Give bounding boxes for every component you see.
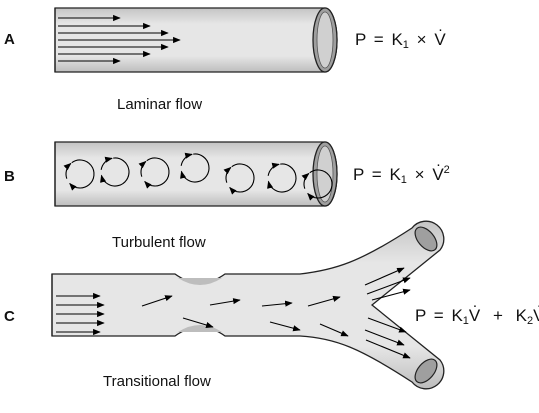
eddy-arrow [267,163,297,193]
eq-b-p: P [353,165,365,184]
caption-turbulent: Turbulent flow [112,234,206,251]
eq-c-k1: K [451,306,463,325]
transitional-arrow [261,300,293,307]
eq-a-k-sub: 1 [402,39,409,51]
laminar-arrows [58,14,181,65]
eddy-arrow-tail [63,162,72,179]
eddy-arrow-tail [267,162,280,176]
transitional-arrow [366,277,411,295]
transitional-arrow [364,267,405,286]
eddy-arrow [144,157,170,189]
eq-c-k2-sub: 2 [527,315,534,327]
transitional-arrow [367,317,407,333]
transitional-arrow [307,295,341,307]
panel-letter-a: A [4,31,15,48]
transitional-arrow [319,323,349,337]
equation-laminar: P = K1 × V [355,18,446,51]
eq-b-k: K [389,165,401,184]
eq-b-exp: 2 [443,164,450,176]
transitional-arrows [56,267,411,359]
equation-turbulent: P = K1 × V2 [353,153,450,186]
eddy-arrow [229,163,255,195]
caption-transitional: Transitional flow [103,373,211,390]
transitional-tube [51,220,445,390]
transitional-arrow [365,339,411,359]
eddy-arrow [69,159,95,191]
turbulent-tube [54,141,338,207]
eq-b-equals: = [371,165,382,184]
transitional-arrow [141,295,173,307]
eq-c-equals: = [433,306,444,325]
equation-transitional: P = K1V + K2V2 [415,294,539,327]
transitional-arrow [371,288,411,301]
panel-letter-c: C [4,308,15,325]
turbulent-eddies [63,152,333,201]
eddy-arrow-tail [301,172,310,189]
eq-b-times: × [414,165,425,184]
eq-a-times: × [416,30,427,49]
eq-b-k-sub: 1 [400,174,407,186]
eq-a-k: K [391,30,403,49]
eq-c-k1-sub: 1 [462,315,469,327]
eddy-arrow-tail [180,152,193,166]
eq-c-k2: K [515,306,528,325]
eq-c-plus: + [493,306,503,325]
transitional-arrow [269,321,301,332]
eddy-arrow-tail [138,160,147,177]
eq-a-equals: = [373,30,384,49]
eq-c-v2: V [533,294,539,326]
eq-b-v: V [432,153,443,185]
eddy-arrow [180,153,210,183]
eddy-arrow-tail [100,156,113,170]
eddy-arrow-tail [223,166,232,183]
laminar-tube [54,7,338,73]
caption-laminar: Laminar flow [117,96,203,113]
panel-letter-b: B [4,168,15,185]
eq-c-v1: V [469,294,480,326]
eddy-arrow [307,169,333,201]
eddy-arrow [100,157,130,187]
eq-a-v: V [434,18,445,50]
transitional-arrow [209,298,241,306]
eq-a-p: P [355,30,367,49]
transitional-arrow [182,317,214,328]
transitional-arrow [364,329,405,346]
eq-c-p: P [415,306,427,325]
